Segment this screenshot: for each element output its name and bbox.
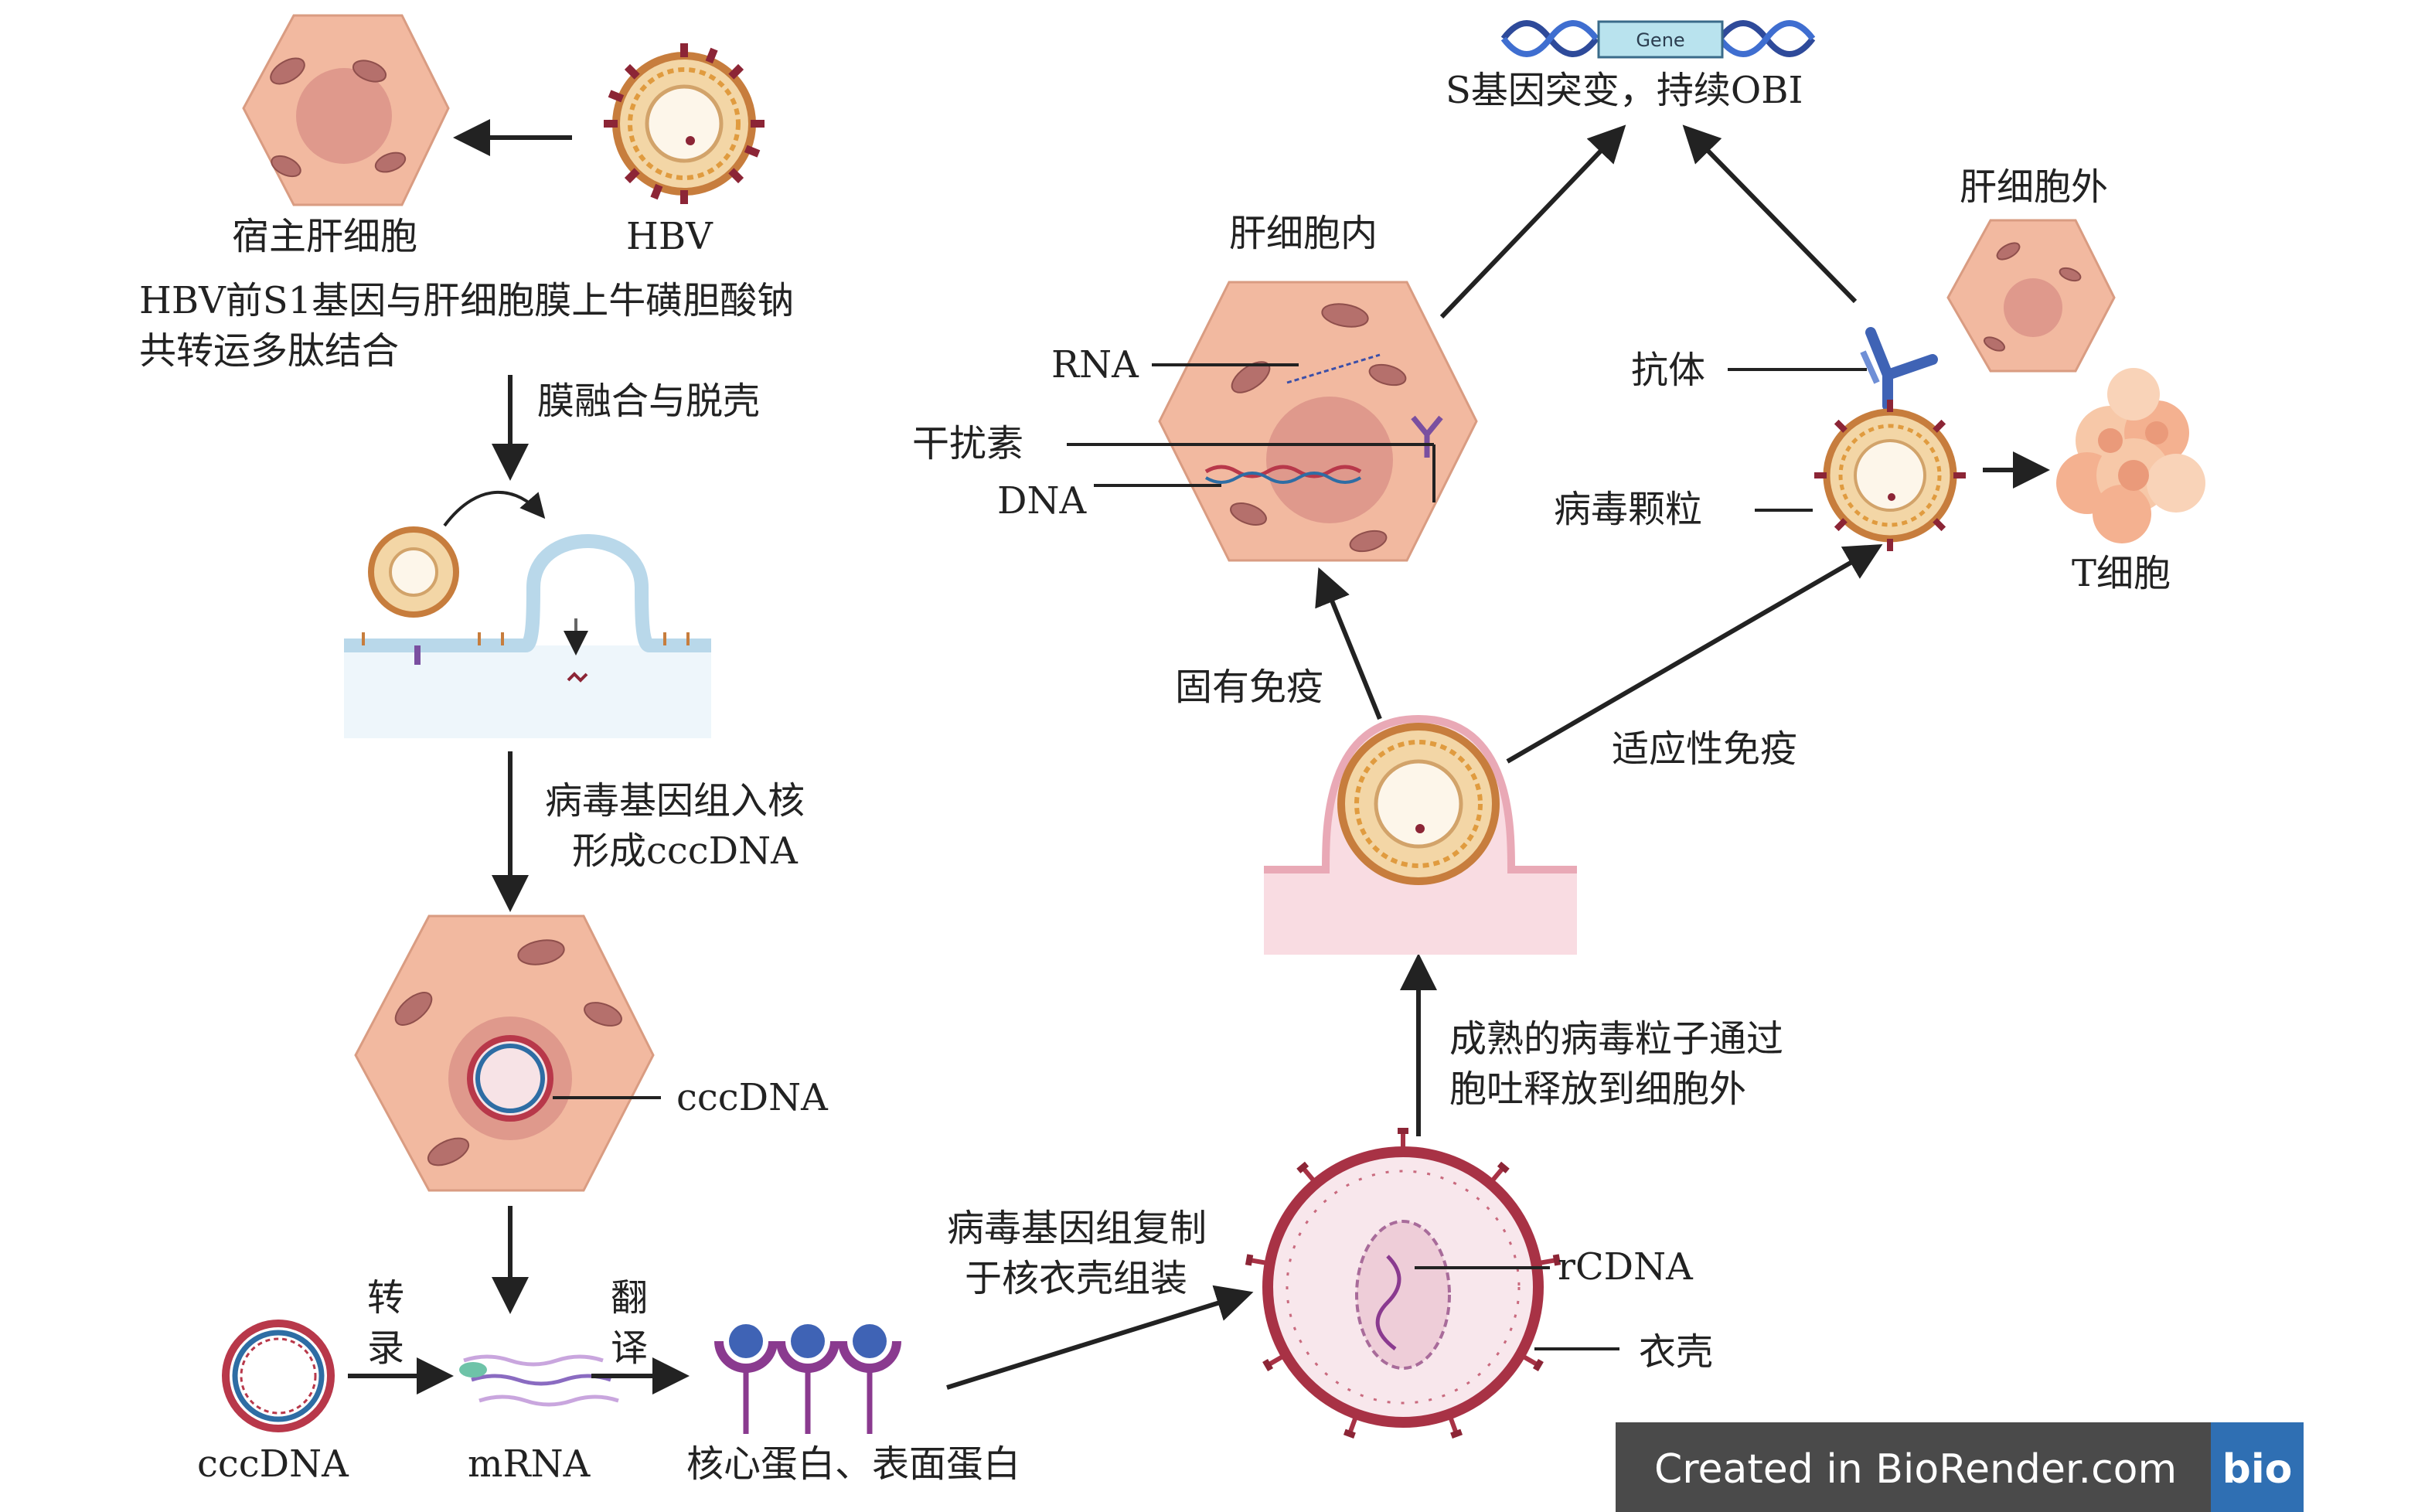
fusion-label: 膜融合与脱壳 — [537, 380, 760, 423]
biorender-badge[interactable] — [1616, 1422, 2304, 1512]
innate-arrow — [1315, 567, 1382, 720]
antibody-label: 抗体 — [1631, 349, 1705, 392]
virus-particle-label: 病毒颗粒 — [1554, 488, 1702, 531]
dna-label: DNA — [997, 479, 1087, 523]
biorender-logo[interactable]: bio — [2222, 1446, 2293, 1493]
hbv-virion — [604, 43, 765, 204]
replication-arrow — [946, 1285, 1254, 1390]
rna-label: RNA — [1051, 343, 1139, 387]
host-hepatocyte — [242, 14, 450, 206]
membrane-fusion-panel — [344, 490, 711, 738]
binding-text-line1: HBV前S1基因与肝细胞膜上牛磺胆酸钠 — [139, 279, 794, 322]
interferon-label: 干扰素 — [912, 422, 1023, 465]
proteins-label: 核心蛋白、表面蛋白 — [686, 1442, 1020, 1486]
transcription-char1: 转 — [367, 1276, 404, 1320]
cccdna-ring — [222, 1320, 335, 1432]
mature-virion — [1245, 1128, 1561, 1439]
to-mutation-arrow-right — [1682, 124, 1858, 304]
mrna-label: mRNA — [468, 1442, 591, 1486]
nucleus-entry-line1: 病毒基因组入核 — [545, 779, 805, 822]
translation-char2: 译 — [611, 1326, 648, 1370]
transcription-char2: 录 — [367, 1326, 404, 1370]
rcdna-label: rCDNA — [1558, 1245, 1694, 1289]
t-cell-label: T细胞 — [2072, 552, 2171, 595]
nucleus-entry-line2: 形成cccDNA — [572, 829, 799, 873]
core-and-surface-proteins — [714, 1324, 901, 1434]
adaptive-label: 适应性免疫 — [1612, 727, 1797, 771]
adaptive-arrow — [1506, 543, 1883, 764]
translation-char1: 翻 — [611, 1276, 648, 1320]
t-cell-cluster — [2056, 368, 2205, 543]
cccdna-label: cccDNA — [676, 1076, 829, 1119]
gene-helix — [1500, 20, 1816, 59]
intracellular-label: 肝细胞内 — [1229, 212, 1378, 255]
host-cell-label: 宿主肝细胞 — [232, 215, 417, 258]
release-line2: 胞吐释放到细胞外 — [1449, 1068, 1746, 1111]
replication-line1: 病毒基因组复制 — [947, 1207, 1207, 1250]
capsid-label: 衣壳 — [1639, 1330, 1713, 1374]
to-mutation-arrow-left — [1439, 124, 1626, 319]
s-mutation-label: S基因突变，持续OBI — [1446, 69, 1803, 112]
extracellular-hepatocyte — [1946, 219, 2116, 373]
innate-label: 固有免疫 — [1175, 666, 1323, 709]
cccdna-bottom-label: cccDNA — [197, 1442, 349, 1486]
gene-tag: Gene — [1636, 29, 1684, 51]
extracellular-label: 肝细胞外 — [1960, 165, 2108, 209]
binding-text-line2: 共转运多肽结合 — [139, 329, 399, 373]
mrna-strands — [459, 1354, 619, 1407]
hbv-label: HBV — [626, 215, 713, 258]
antibody — [1860, 327, 1938, 411]
replication-line2: 于核衣壳组装 — [965, 1257, 1187, 1300]
intracellular-hepatocyte — [1158, 281, 1478, 562]
release-line1: 成熟的病毒粒子通过 — [1449, 1017, 1783, 1061]
virus-particle — [1814, 400, 1966, 551]
hepatocyte-with-cccdna — [354, 914, 655, 1192]
exocytosis-bud — [1264, 714, 1577, 955]
biorender-badge-text[interactable]: Created in BioRender.com — [1654, 1446, 2177, 1493]
